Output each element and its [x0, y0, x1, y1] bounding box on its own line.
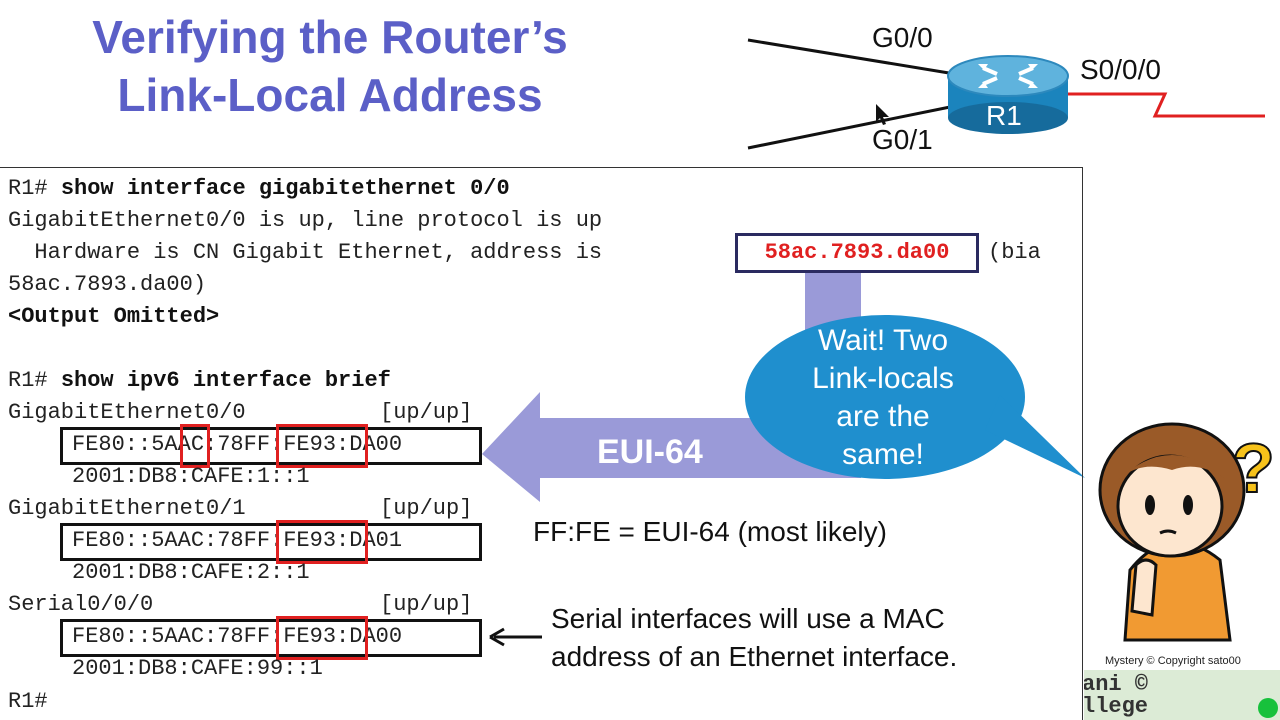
console-line-bia: 58ac.7893.da00): [8, 272, 207, 297]
iface-link-local: FE80::5AAC:78FF:FE93:DA01: [72, 528, 403, 553]
left-arrow-icon: [489, 627, 542, 647]
watermark-line2: llege: [1084, 694, 1149, 719]
console-final-prompt: R1#: [8, 689, 48, 714]
link-serial: [1068, 92, 1265, 118]
slide-title: Verifying the Router’s Link-Local Addres…: [30, 8, 630, 124]
bubble-text: Wait! Two Link-locals are the same!: [770, 322, 996, 474]
link-local-box: [60, 619, 482, 657]
watermark-line1: ani ©: [1084, 672, 1149, 697]
slide-title-line2: Link-Local Address: [117, 69, 543, 121]
iface-global: 2001:DB8:CAFE:1::1: [72, 464, 310, 489]
console-line-cmd2: R1# show ipv6 interface brief: [8, 365, 391, 397]
fffe-highlight: [276, 616, 368, 660]
link-g01: [747, 104, 956, 150]
iface-status: [up/up]: [380, 496, 473, 521]
router-icon: [947, 55, 1069, 134]
iface-name: GigabitEthernet0/0: [8, 400, 246, 425]
fffe-highlight: [276, 424, 368, 468]
label-g00: G0/0: [872, 22, 933, 53]
iface-link-local: FE80::5AAC:78FF:FE93:DA00: [72, 432, 403, 457]
fffe-highlight: [276, 520, 368, 564]
bubble-line: same!: [842, 438, 924, 471]
watermark: ani © llege: [1084, 670, 1280, 720]
iface-status: [up/up]: [380, 400, 473, 425]
console-line-bia-prefix: (bia: [988, 240, 1041, 265]
copyright-text: Mystery © Copyright sato00: [1105, 655, 1241, 667]
console-output-omitted-text: <Output Omitted>: [8, 304, 220, 329]
iface-global: 2001:DB8:CAFE:99::1: [72, 656, 323, 681]
router-label: R1: [986, 100, 1022, 131]
console-line-hardware: Hardware is CN Gigabit Ethernet, address…: [8, 240, 616, 265]
console-prompt: R1#: [8, 368, 61, 393]
link-g00: [747, 38, 956, 76]
confused-character-icon: ?: [1098, 422, 1276, 642]
iface-link-local: FE80::5AAC:78FF:FE93:DA00: [72, 624, 403, 649]
iface-name: GigabitEthernet0/1: [8, 496, 246, 521]
iface-name: Serial0/0/0: [8, 592, 154, 617]
link-local-box: [60, 427, 482, 465]
console-command: show interface gigabitethernet 0/0: [60, 176, 510, 201]
speech-bubble: [745, 315, 1085, 479]
serial-note-line2: address of an Ethernet interface.: [551, 641, 958, 672]
bubble-line: are the: [836, 400, 930, 433]
console-prompt: R1#: [8, 176, 61, 201]
cursor-icon: [876, 104, 889, 125]
iface-status: [up/up]: [380, 592, 473, 617]
console-panel: [0, 167, 1083, 720]
status-dot: [1258, 698, 1278, 718]
console-output-omitted: <Output Omitted>: [8, 301, 219, 333]
mac-address-highlight: 58ac.7893.da00: [735, 233, 979, 273]
eui64-label: EUI-64: [597, 433, 703, 471]
console-line-cmd1: R1# show interface gigabitethernet 0/0: [8, 173, 510, 205]
label-s000: S0/0/0: [1080, 54, 1161, 85]
link-local-box: [60, 523, 482, 561]
serial-note-line1: Serial interfaces will use a MAC: [551, 603, 945, 634]
fffe-note: FF:FE = EUI-64 (most likely): [533, 516, 887, 547]
u-bit-highlight: [180, 424, 210, 468]
bubble-line: Link-locals: [812, 362, 954, 395]
svg-text:?: ?: [1232, 429, 1275, 507]
label-g01: G0/1: [872, 124, 933, 155]
bubble-line: Wait! Two: [817, 324, 949, 357]
slide-title-line1: Verifying the Router’s: [92, 11, 568, 63]
console-command: show ipv6 interface brief: [60, 368, 391, 393]
iface-global: 2001:DB8:CAFE:2::1: [72, 560, 310, 585]
console-line-status: GigabitEthernet0/0 is up, line protocol …: [8, 208, 603, 233]
